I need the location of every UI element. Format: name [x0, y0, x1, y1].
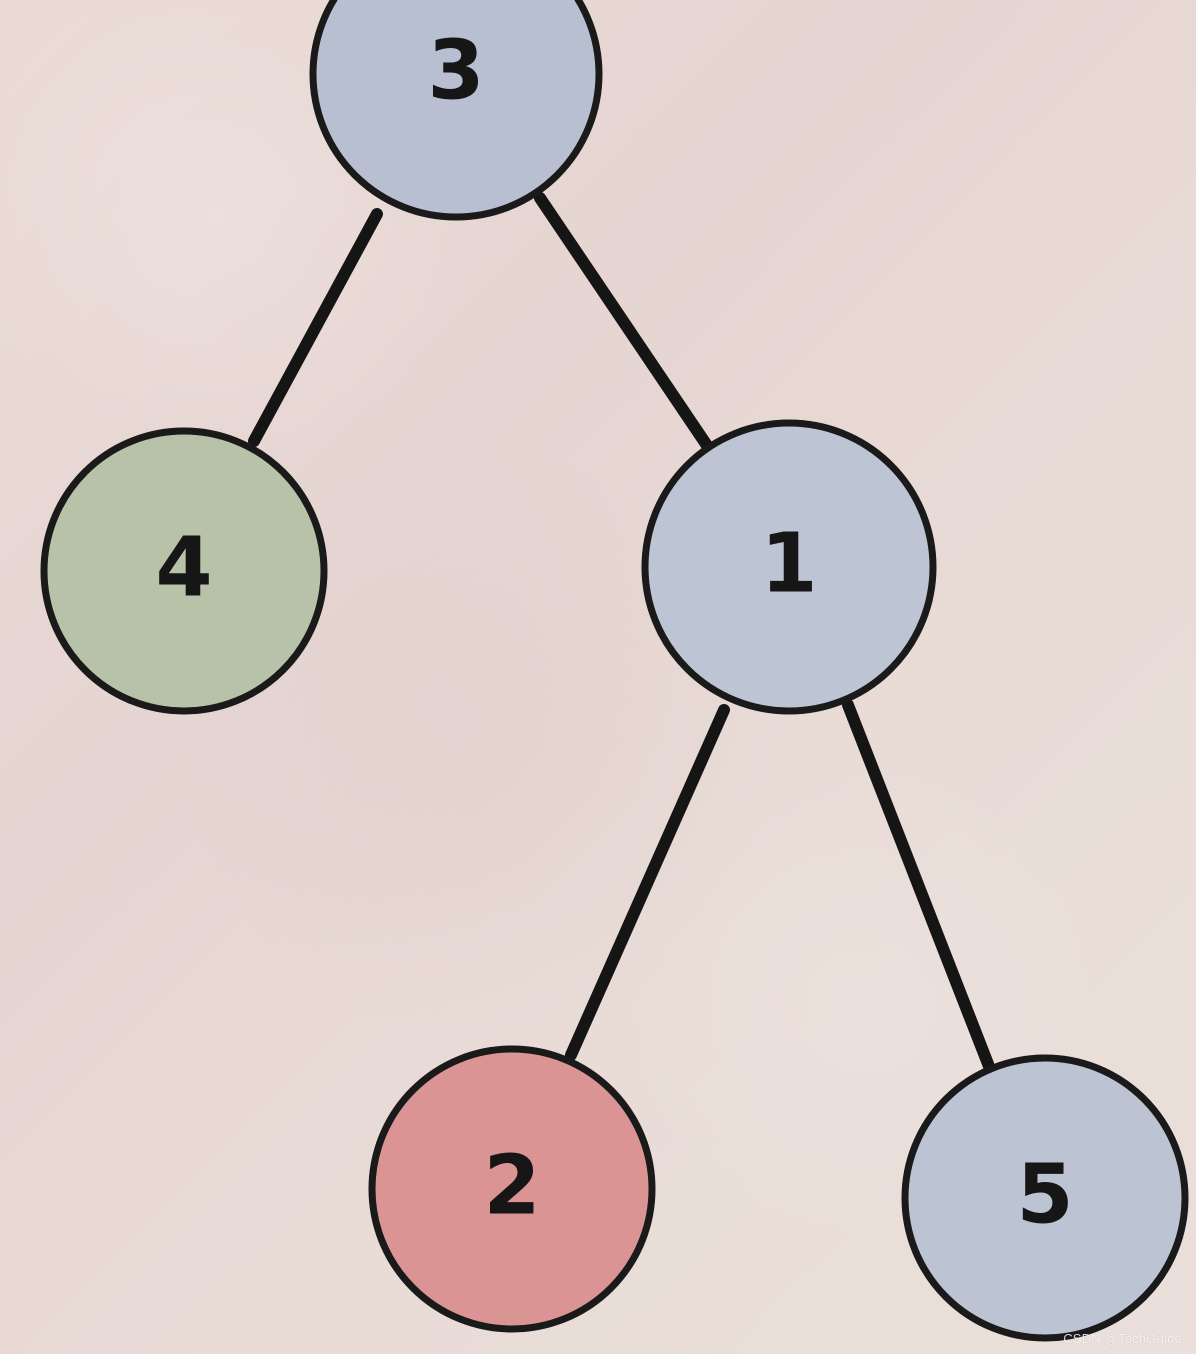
tree-node-bottom-right-circle	[901, 1054, 1189, 1342]
tree-node-right: 1	[641, 419, 937, 715]
edge-right-bottom-left	[565, 704, 730, 1061]
edge-right-bottom-right	[842, 699, 996, 1075]
tree-node-bottom-right-label: 5	[1016, 1147, 1073, 1242]
tree-node-left: 4	[40, 427, 328, 715]
tree-node-root-label: 3	[427, 23, 484, 118]
tree-node-bottom-right: 5	[901, 1054, 1189, 1342]
edge-root-right	[534, 192, 714, 453]
tree-node-left-circle	[40, 427, 328, 715]
tree-node-bottom-left: 2	[368, 1045, 656, 1333]
edge-root-left	[248, 208, 383, 447]
tree-node-root: 3	[309, 0, 603, 221]
tree-node-bottom-left-circle	[368, 1045, 656, 1333]
tree-node-root-circle	[309, 0, 603, 221]
tree-node-bottom-left-label: 2	[483, 1138, 540, 1233]
tree-node-right-label: 1	[760, 516, 817, 611]
watermark-text: CSDN @TechGuide	[1063, 1331, 1182, 1346]
tree-node-left-label: 4	[155, 520, 212, 615]
tree-node-right-circle	[641, 419, 937, 715]
